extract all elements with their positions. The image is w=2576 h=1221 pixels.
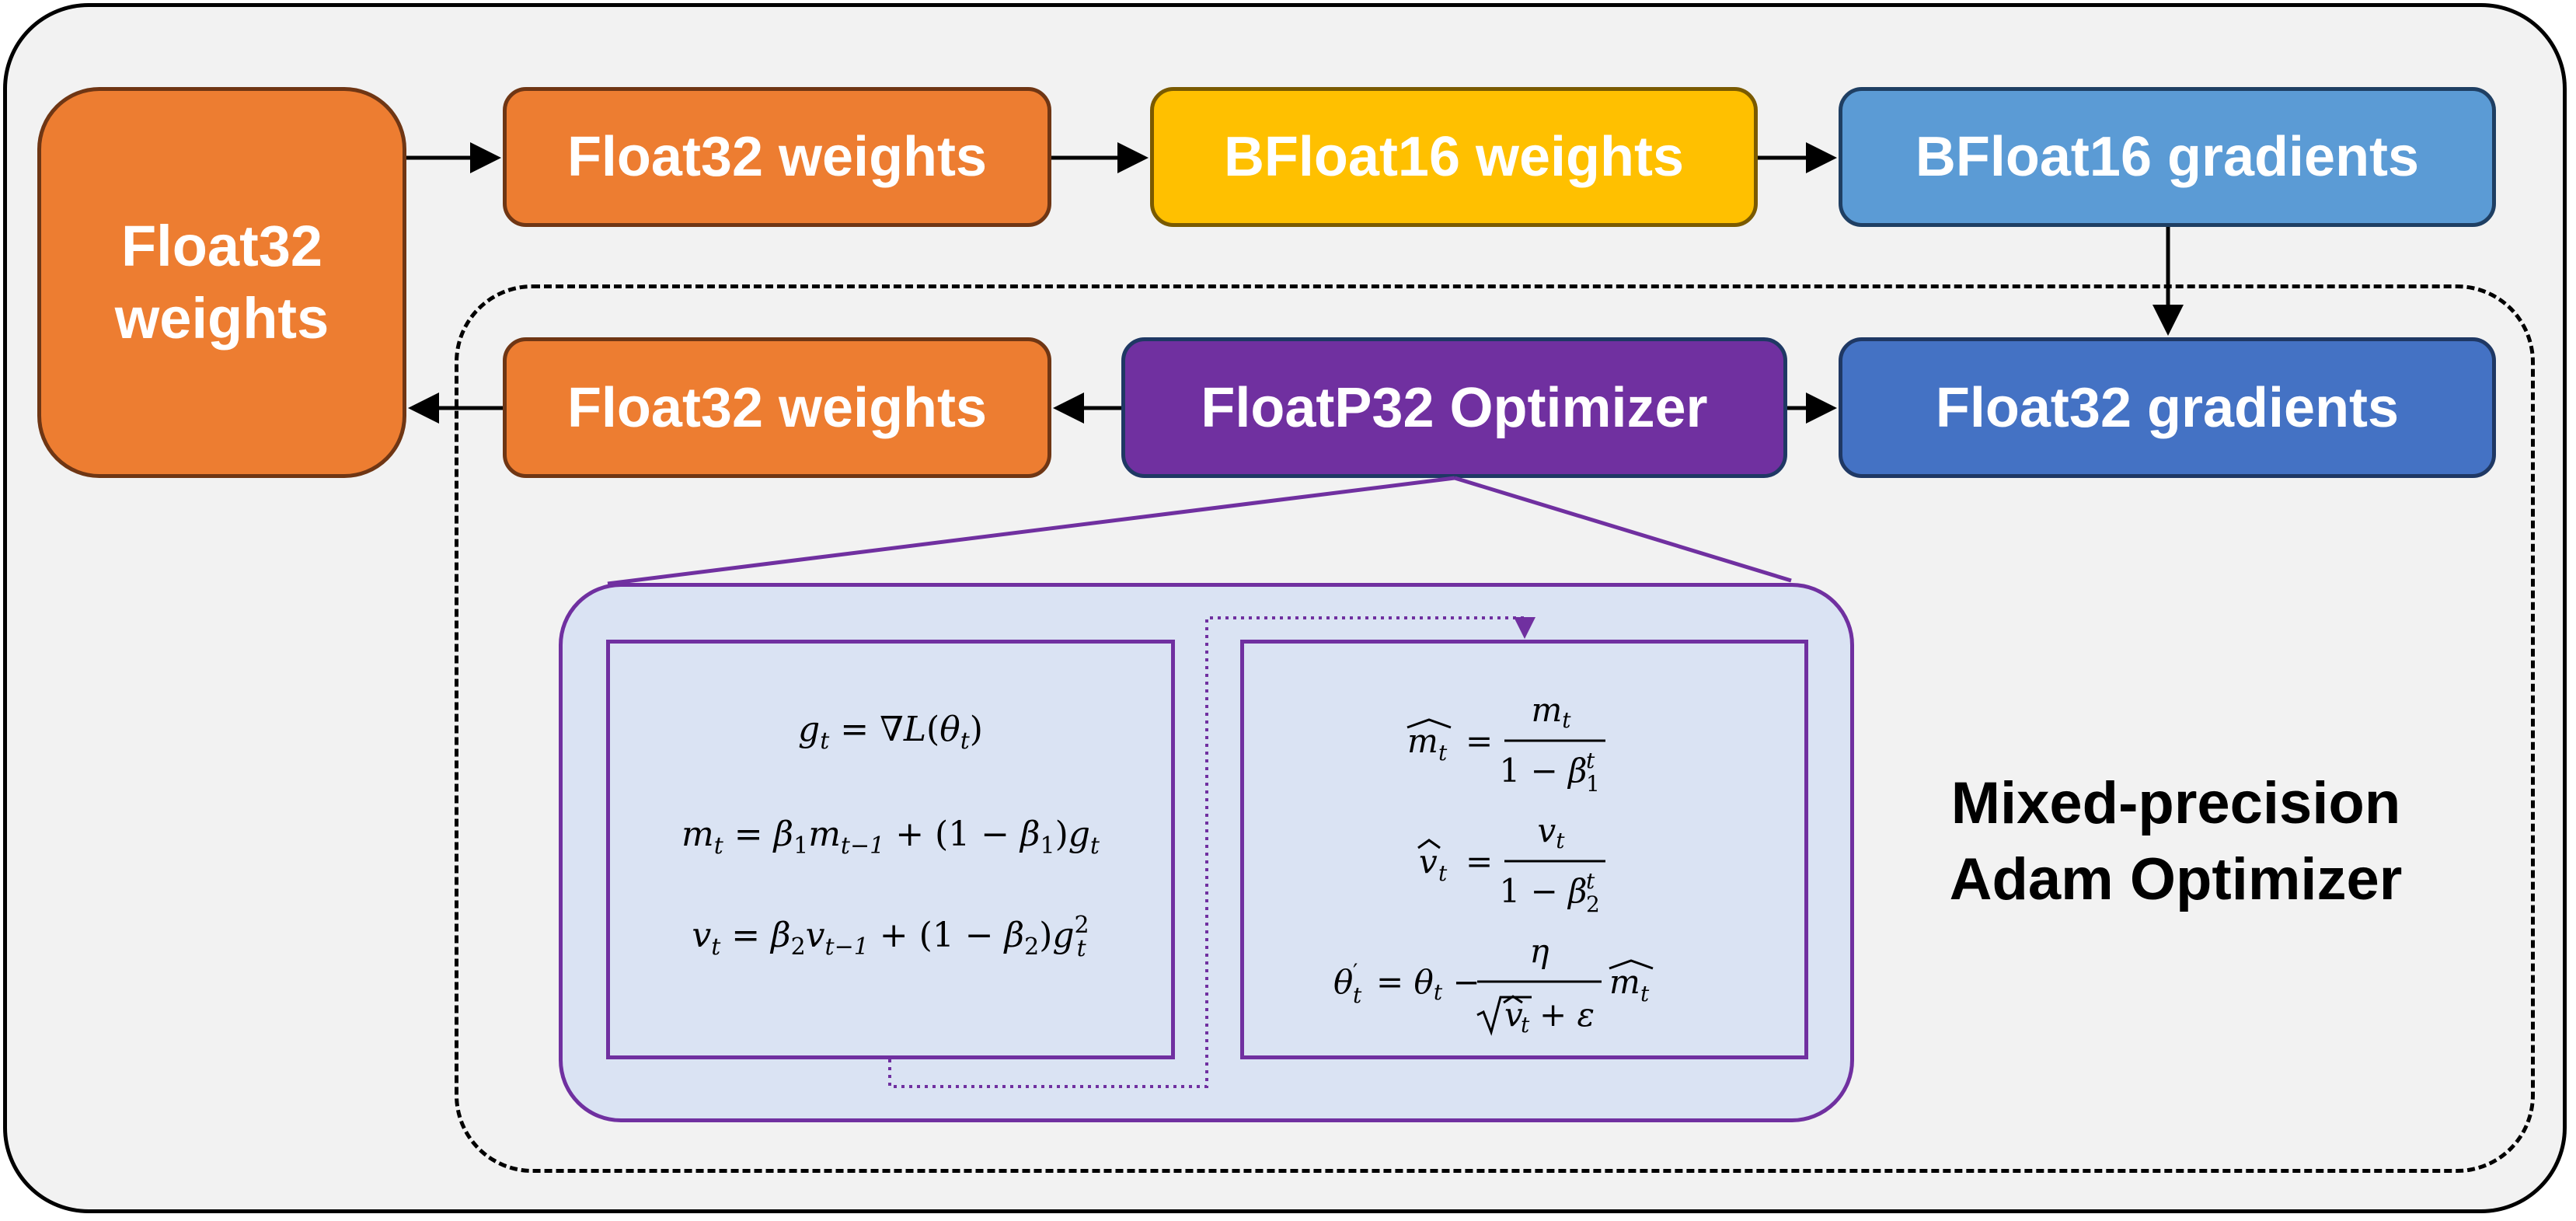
svg-text:θ: θ [1333, 963, 1353, 1001]
floatp32-optimizer-box: FloatP32 Optimizer [1121, 337, 1787, 478]
svg-text:′: ′ [1353, 959, 1358, 985]
svg-text:+ ε: + ε [1539, 996, 1595, 1034]
svg-text:t: t [1438, 860, 1448, 886]
zoom-line-left [607, 476, 1455, 586]
theta-update-equation: θ ′ t = θt − η v t + ε m t [1333, 932, 1654, 1038]
bfloat16-weights-box: BFloat16 weights [1150, 87, 1758, 227]
caption-line2: Adam Optimizer [1949, 846, 2403, 912]
moment-equations: gt = ∇L(θt) mt = β1mt−1 + (1 − β1)gt vt … [681, 710, 1100, 962]
zoom-line-right [1454, 476, 1792, 583]
svg-text:t: t [1586, 748, 1595, 773]
m-hat-equation: m t = mt 1 − β t 1 [1407, 691, 1605, 797]
source-float32-weights-box: Float32 weights [37, 87, 406, 478]
svg-text:= θt −: = θt − [1376, 963, 1480, 1005]
moment-equations-box: gt = ∇L(θt) mt = β1mt−1 + (1 − β1)gt vt … [606, 640, 1175, 1059]
svg-text:=: = [1466, 842, 1493, 881]
bfloat16-gradients-box: BFloat16 gradients [1839, 87, 2496, 227]
svg-text:t: t [1586, 868, 1595, 894]
svg-text:η: η [1529, 932, 1549, 970]
float32-weights-forward-box: Float32 weights [503, 87, 1051, 227]
svg-text:1 − β: 1 − β [1500, 752, 1588, 790]
source-weights-line1: Float32 [120, 214, 323, 278]
dotted-flow-arrow [888, 616, 1535, 1088]
svg-text:1: 1 [1586, 771, 1600, 797]
svg-text:m: m [1609, 963, 1640, 1001]
optimizer-dashed-region [455, 284, 2535, 1173]
mixed-precision-adam-label: Mixed-precision Adam Optimizer [1865, 766, 2487, 918]
svg-text:t: t [1521, 1012, 1530, 1038]
gradient-equation: gt = ∇L(θt) [798, 710, 983, 755]
update-equations: m t = mt 1 − β t 1 v t = vt [1333, 691, 1654, 1038]
v-hat-equation: v t = vt 1 − β t 2 [1417, 811, 1605, 917]
source-weights-line2: weights [114, 285, 329, 351]
svg-text:=: = [1466, 722, 1493, 760]
float32-gradients-box: Float32 gradients [1839, 337, 2496, 478]
first-moment-equation: mt = β1mt−1 + (1 − β1)gt [681, 815, 1100, 860]
svg-text:t: t [1438, 740, 1448, 766]
svg-text:2: 2 [1586, 891, 1600, 917]
svg-text:v: v [1419, 842, 1438, 881]
svg-text:m: m [1407, 722, 1438, 760]
svg-text:1 − β: 1 − β [1500, 872, 1588, 910]
float32-weights-update-box: Float32 weights [503, 337, 1051, 478]
svg-text:t: t [1640, 981, 1650, 1006]
caption-line1: Mixed-precision [1950, 770, 2401, 836]
svg-text:t: t [1353, 982, 1362, 1008]
bias-correction-equations-box: m t = mt 1 − β t 1 v t = vt [1240, 640, 1808, 1059]
